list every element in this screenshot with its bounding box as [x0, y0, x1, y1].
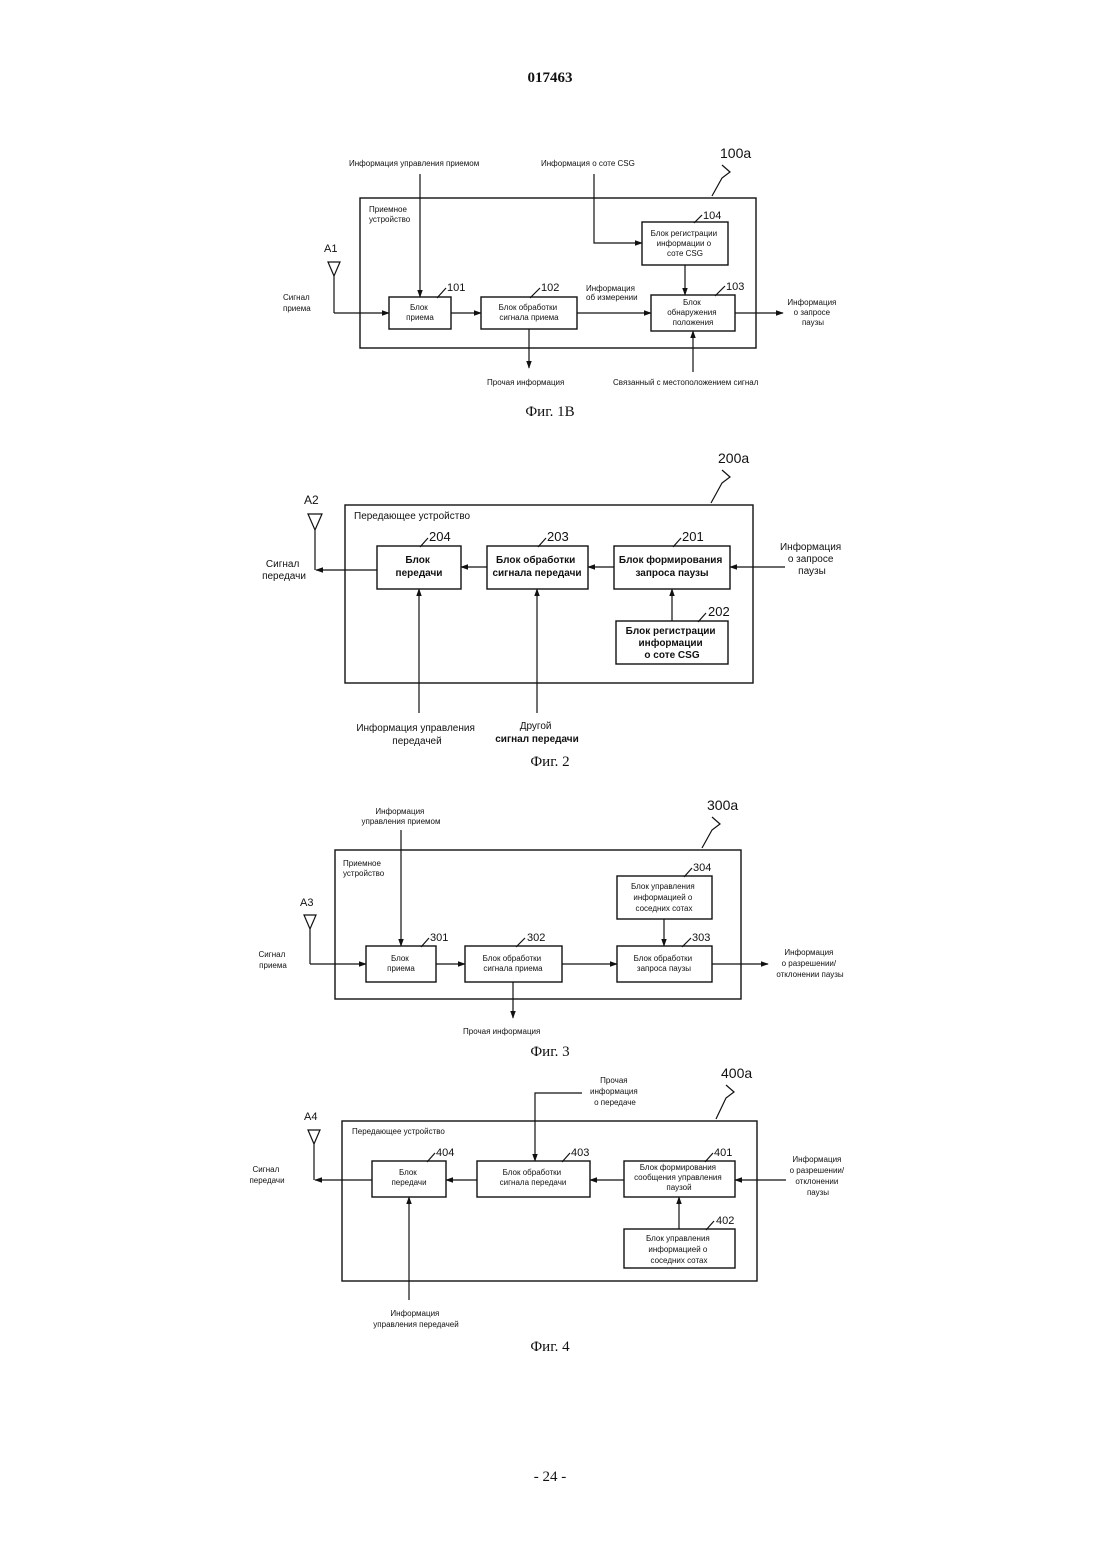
block-301-label: Блок приема — [387, 954, 415, 973]
block-101-label: Блок приема — [406, 303, 434, 322]
antenna-label-a3: A3 — [300, 897, 313, 909]
block-403-number: 403 — [571, 1147, 589, 1159]
caption-fig-4: Фиг. 4 — [530, 1339, 570, 1355]
block-204-number: 204 — [429, 529, 451, 544]
block-202-number: 202 — [708, 604, 730, 619]
block-302-number: 302 — [527, 932, 545, 944]
antenna-a2-icon — [308, 514, 322, 570]
rx-signal-label-3: Сигнал приема — [259, 950, 288, 970]
block-202-label: Блок регистрации информации о соте CSG — [626, 626, 719, 661]
block-103-label: Блок обнаружения положения — [667, 298, 719, 327]
block-404-label: Блок передачи — [391, 1168, 426, 1187]
block-201-label: Блок формирования запроса паузы — [619, 554, 725, 579]
tx-control-label-4: Информация управления передачей — [373, 1309, 458, 1329]
device-label-receiver-3: Приемное устройство — [343, 859, 385, 878]
figure-ref-200a: 200a — [718, 450, 749, 466]
other-tx-label-4: Прочая информация о передаче — [590, 1076, 640, 1107]
other-tx-label: Другой сигнал передачи — [495, 721, 579, 745]
antenna-label-a2: A2 — [304, 493, 319, 507]
figure-3: 300a Приемное устройство A3 Сигнал прием… — [259, 797, 844, 1060]
antenna-label-a1: A1 — [324, 243, 337, 255]
figure-ref-400a: 400a — [721, 1065, 752, 1081]
figure-2: 200a Передающее устройство A2 Сигнал пер… — [262, 450, 844, 770]
block-303-label: Блок обработки запроса паузы — [634, 954, 695, 973]
location-signal-label: Связанный с местоположением сигнал — [613, 378, 759, 387]
ref-leader-400a — [716, 1085, 734, 1119]
block-204-label: Блок передачи — [396, 555, 443, 579]
ref-leader-300a — [702, 817, 720, 848]
receiver-frame-300a — [335, 850, 741, 999]
block-103-number: 103 — [726, 281, 744, 293]
ref-leader-200a — [711, 470, 730, 503]
pause-result-in-label: Информация о разрешении/ отклонении пауз… — [790, 1155, 847, 1197]
block-304-label: Блок управления информацией о соседних с… — [631, 882, 697, 913]
caption-fig-3: Фиг. 3 — [530, 1044, 569, 1060]
antenna-a1-icon — [328, 262, 340, 313]
rx-signal-label: Сигнал приема — [283, 293, 312, 313]
block-303-number: 303 — [692, 932, 710, 944]
block-401-label: Блок формирования сообщения управления п… — [634, 1163, 724, 1192]
rx-control-label: Информация управления приемом — [349, 159, 479, 168]
figure-ref-100a: 100a — [720, 145, 751, 161]
block-102-label: Блок обработки сигнала приема — [499, 303, 560, 322]
antenna-label-a4: A4 — [304, 1111, 317, 1123]
tx-signal-label-4: Сигнал передачи — [249, 1165, 284, 1185]
figure-1b: 100a Приемное устройство A1 Сигнал прием… — [283, 145, 839, 420]
block-403-label: Блок обработки сигнала передачи — [500, 1168, 567, 1187]
rx-control-label-3: Информация управления приемом — [361, 807, 440, 826]
page-number: - 24 - — [534, 1469, 567, 1485]
block-201-number: 201 — [682, 529, 704, 544]
block-104-label: Блок регистрации информации о соте CSG — [651, 229, 720, 258]
device-label-transmitter: Передающее устройство — [354, 511, 471, 522]
block-404-number: 404 — [436, 1147, 454, 1159]
ref-leader-100a — [712, 165, 730, 196]
measurement-label: Информация об измерении — [586, 284, 638, 302]
block-402-number: 402 — [716, 1215, 734, 1227]
device-label-transmitter-4: Передающее устройство — [352, 1127, 445, 1136]
block-101-number: 101 — [447, 282, 465, 294]
document-number: 017463 — [528, 70, 573, 86]
antenna-a4-icon — [308, 1130, 320, 1180]
csg-info-label: Информация о соте CSG — [541, 159, 635, 168]
pause-request-out-label: Информация о запросе паузы — [787, 298, 838, 327]
caption-fig-1b: Фиг. 1В — [525, 404, 574, 420]
antenna-a3-icon — [304, 915, 316, 964]
block-402-label: Блок управления информацией о соседних с… — [646, 1234, 712, 1265]
other-info-label-3: Прочая информация — [463, 1027, 540, 1036]
block-203-label: Блок обработки сигнала передачи — [492, 554, 581, 579]
block-102-number: 102 — [541, 282, 559, 294]
block-401-number: 401 — [714, 1147, 732, 1159]
tx-control-label: Информация управления передачей — [356, 722, 477, 747]
block-203-number: 203 — [547, 529, 569, 544]
pause-result-out-label: Информация о разрешении/ отклонении пауз… — [776, 948, 844, 979]
arrow-csg-to-104 — [594, 174, 642, 243]
pause-request-in-label: Информация о запросе паузы — [780, 541, 844, 577]
tx-signal-label: Сигнал передачи — [262, 559, 306, 582]
block-304-number: 304 — [693, 862, 711, 874]
block-104-number: 104 — [703, 210, 721, 222]
device-label-receiver: Приемное устройство — [369, 205, 411, 224]
block-302-label: Блок обработки сигнала приема — [483, 954, 544, 973]
figure-4: 400a Передающее устройство A4 Сигнал пер… — [249, 1065, 846, 1355]
figure-ref-300a: 300a — [707, 797, 738, 813]
block-301-number: 301 — [430, 932, 448, 944]
caption-fig-2: Фиг. 2 — [530, 754, 569, 770]
other-info-label: Прочая информация — [487, 378, 564, 387]
